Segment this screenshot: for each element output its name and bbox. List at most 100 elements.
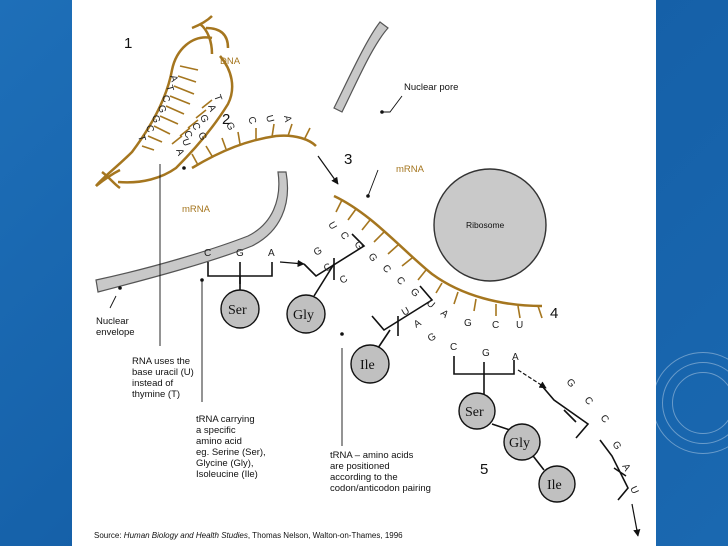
svg-text:C: C <box>204 248 211 259</box>
svg-text:G: G <box>195 131 208 143</box>
rna-uracil-label: RNA uses the base uracil (U) instead of … <box>132 356 196 400</box>
amino-acid-gly-1 <box>286 294 326 334</box>
svg-text:A: A <box>438 308 450 321</box>
amino-label-ser-2: Ser <box>465 405 484 420</box>
leader-lines <box>109 95 403 446</box>
trna-right-2 <box>541 385 590 439</box>
amino-acid-ser-1 <box>220 289 260 329</box>
trna-ile-bases: U A G <box>400 305 438 344</box>
trna-ile <box>371 285 434 349</box>
amino-acid-ile-1 <box>350 344 390 384</box>
trna-right-3 <box>599 439 629 501</box>
mrna-label-lower: mRNA <box>182 204 211 215</box>
svg-text:C: C <box>245 115 258 126</box>
step-number-3: 3 <box>344 151 352 168</box>
source-citation: Source: Human Biology and Health Studies… <box>94 531 403 540</box>
svg-text:A: A <box>173 147 186 157</box>
ribosome <box>433 168 547 282</box>
svg-text:U: U <box>179 137 192 148</box>
svg-text:C: C <box>394 275 407 288</box>
trna-carrying-label: tRNA carrying a specific amino acid eg. … <box>196 414 268 480</box>
svg-text:C: C <box>337 230 350 242</box>
svg-text:A: A <box>167 74 179 84</box>
svg-text:A: A <box>281 115 293 124</box>
step-number-2: 2 <box>222 111 230 128</box>
svg-text:C: C <box>143 124 155 134</box>
svg-text:C: C <box>450 342 457 353</box>
arrow-to-ribosome <box>317 155 339 185</box>
svg-text:G: G <box>352 239 366 252</box>
mrna-upper-strand <box>191 134 317 170</box>
svg-text:A: A <box>205 103 218 113</box>
dna-label: DNA <box>220 56 241 67</box>
dna-template-bases: T A G C C <box>181 93 223 140</box>
trna-ser-left <box>207 262 273 290</box>
amino-label-gly-2: Gly <box>509 436 530 451</box>
nuclear-envelope-lower <box>95 171 289 293</box>
amino-acid-ile-2 <box>538 465 576 503</box>
svg-text:U: U <box>400 305 412 318</box>
svg-text:G: G <box>408 286 421 299</box>
svg-text:G: G <box>482 348 490 359</box>
amino-label-ile-2: Ile <box>547 478 562 493</box>
svg-text:C: C <box>159 94 171 104</box>
svg-text:A: A <box>412 318 424 331</box>
svg-text:C: C <box>322 261 334 274</box>
amino-acid-ser-2 <box>458 392 496 430</box>
step-number-1: 1 <box>124 35 132 52</box>
dna-template-teeth <box>171 99 213 145</box>
svg-text:G: G <box>223 121 236 133</box>
protein-synthesis-diagram: 1 2 3 4 5 DNA mRNA mRNA Nuclear pore Rib… <box>94 15 641 540</box>
svg-text:C: C <box>380 263 393 276</box>
svg-text:C: C <box>582 395 595 408</box>
svg-text:C: C <box>338 273 350 286</box>
svg-text:U: U <box>263 114 275 124</box>
svg-text:G: G <box>464 318 472 329</box>
svg-text:A: A <box>512 352 519 363</box>
trna-right-1 <box>453 356 515 394</box>
svg-text:G: G <box>366 251 380 264</box>
arrow-trna-to-gly <box>279 259 305 268</box>
dna-base-pairs <box>141 65 199 151</box>
mrna-upper-bases: A U G G C U A <box>173 114 293 158</box>
svg-text:G: G <box>149 114 162 125</box>
amino-label-ser-1: Ser <box>228 303 247 318</box>
nuclear-envelope-label: Nuclear envelope <box>96 316 135 338</box>
svg-text:G: G <box>426 331 438 345</box>
slide-panel: 1 2 3 4 5 DNA mRNA mRNA Nuclear pore Rib… <box>72 0 656 546</box>
ribosome-label: Ribosome <box>466 220 505 230</box>
svg-text:A: A <box>619 462 632 474</box>
amino-label-ile-1: Ile <box>360 358 375 373</box>
svg-text:U: U <box>325 220 338 232</box>
svg-text:U: U <box>424 298 437 311</box>
svg-text:G: G <box>197 113 210 124</box>
mrna-ribosome-strand <box>333 194 543 308</box>
mrna-ribosome-teeth <box>335 199 543 319</box>
dna-helix <box>95 15 234 190</box>
decorative-ring <box>652 352 728 454</box>
svg-text:T: T <box>163 84 175 93</box>
trna-right-3-bases: G A U <box>610 439 641 495</box>
dna-strand-bases: A T C G G C T <box>135 74 179 143</box>
svg-text:U: U <box>516 320 523 331</box>
svg-text:G: G <box>312 245 324 259</box>
svg-text:G: G <box>610 439 624 452</box>
step-number-5: 5 <box>480 461 488 478</box>
trna-right-1-bases: C G A <box>450 342 519 363</box>
svg-text:C: C <box>598 413 611 426</box>
amino-label-gly-1: Gly <box>293 308 314 323</box>
trna-ser-bases: C G A <box>204 248 275 259</box>
svg-text:G: G <box>564 377 578 390</box>
svg-text:G: G <box>155 104 168 115</box>
nuclear-envelope-upper <box>333 21 389 113</box>
trna-gly <box>303 233 366 297</box>
svg-text:C: C <box>189 121 202 132</box>
amino-acid-gly-2 <box>503 423 541 461</box>
svg-text:A: A <box>268 248 275 259</box>
svg-text:C: C <box>492 320 499 331</box>
svg-text:U: U <box>627 485 640 496</box>
trna-amino-label: tRNA – amino acids are positioned accord… <box>330 450 431 494</box>
svg-text:T: T <box>211 93 223 103</box>
nuclear-pore-label: Nuclear pore <box>404 82 458 93</box>
arrow-chain-down <box>631 503 641 537</box>
